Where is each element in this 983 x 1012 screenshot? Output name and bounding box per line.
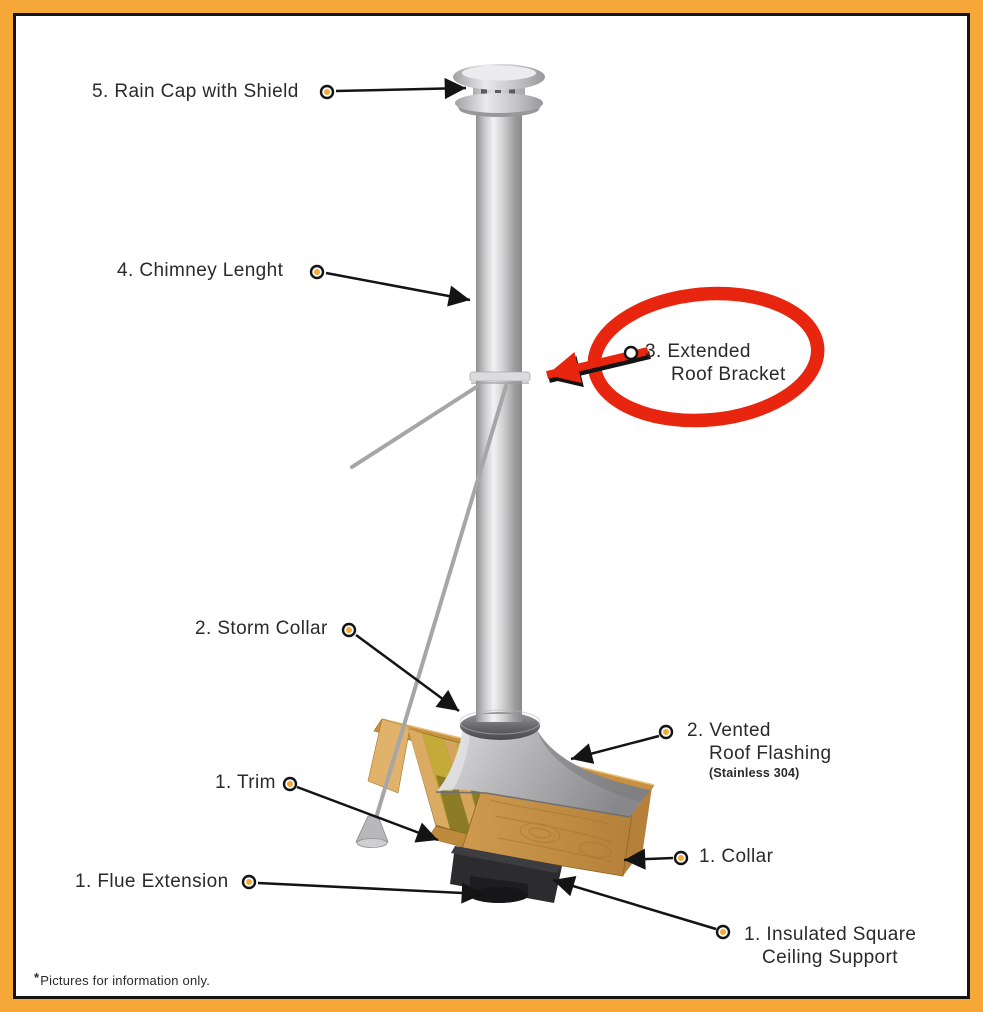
rain-cap [453, 64, 545, 117]
trim-label: 1. Trim [215, 771, 276, 794]
rain-cap-arrow [335, 77, 467, 100]
ceiling-support-arrow [552, 875, 717, 931]
roof-flashing-cone [435, 730, 650, 818]
chimney-length-label: 4. Chimney Lenght [117, 259, 283, 282]
storm-collar-label: 2. Storm Collar [195, 617, 328, 640]
footnote: *Pictures for information only. [34, 970, 211, 989]
roof-bracket-label: 3. Extended Roof Bracket [645, 340, 786, 386]
flue-extension-label-text: 1. Flue Extension [75, 871, 229, 892]
ceiling-support-label-line2: Ceiling Support [762, 947, 898, 968]
rain-cap-label-text: 5. Rain Cap with Shield [92, 81, 299, 102]
roof-flashing-arrow [570, 734, 660, 764]
ceiling-support-label: 1. Insulated Square Ceiling Support [744, 923, 916, 969]
storm-collar-arrow [355, 633, 460, 713]
roof-bracket-dot [623, 345, 639, 361]
roof-bracket-label-line1: 3. Extended [645, 341, 751, 362]
callout-arrows [257, 77, 717, 931]
callout-dots [241, 84, 731, 940]
flue-extension-arrow [257, 881, 484, 904]
collar-label: 1. Collar [699, 845, 773, 868]
chimney-length-arrow [325, 271, 471, 307]
trim-arrow [296, 785, 439, 843]
trim-label-text: 1. Trim [215, 772, 276, 793]
roof-flashing-label-line1: 2. Vented [687, 720, 771, 741]
roof-bracket-band [469, 371, 531, 384]
footnote-asterisk: * [34, 970, 40, 985]
roof-bracket-label-line2: Roof Bracket [671, 364, 786, 385]
roof-flashing-label-line2: Roof Flashing [709, 743, 832, 764]
roof-flashing-label-line3: (Stainless 304) [709, 766, 800, 780]
rain-cap-label: 5. Rain Cap with Shield [92, 80, 299, 103]
roof-flashing-label: 2. Vented Roof Flashing (Stainless 304) [687, 719, 831, 781]
storm-collar [459, 709, 541, 740]
footnote-text: Pictures for information only. [40, 973, 211, 988]
bracket-support-rods [350, 384, 508, 848]
ceiling-support-label-line1: 1. Insulated Square [744, 924, 917, 945]
chimney-length-label-text: 4. Chimney Lenght [117, 260, 284, 281]
collar-arrow [623, 848, 674, 870]
storm-collar-label-text: 2. Storm Collar [195, 618, 328, 639]
collar-label-text: 1. Collar [699, 846, 774, 867]
flue-extension-label: 1. Flue Extension [75, 870, 229, 893]
flue-extension-pipe [468, 876, 528, 903]
support-leg-foot [355, 815, 389, 848]
